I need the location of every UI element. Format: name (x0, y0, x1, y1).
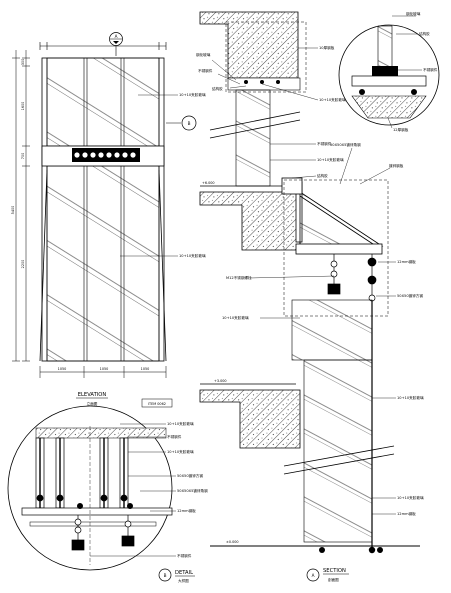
elevation-lower-glass (46, 165, 160, 362)
section-note-4: 10厚钢板 (319, 45, 335, 50)
detail-top-note-3: 不锈钢件 (423, 67, 438, 72)
section-upper-glass (235, 89, 271, 187)
detail-marker-b-callout: B (166, 115, 197, 131)
dim-left-3: 700 (21, 153, 25, 159)
section-note-9: 50X50X5镀锌角钢 (330, 142, 361, 147)
elevation-transom-band (41, 145, 165, 167)
dim-left-1: 300 (21, 59, 25, 65)
section-top-detail: 钢化玻璃 结构胶 不锈钢件 12厚钢板 (338, 11, 440, 132)
section-ground: ±0.000 (210, 540, 420, 554)
detail-b-title-block: B DETAIL 大样图 (158, 568, 195, 583)
elevation-title-block: ELEVATION 立面图 ITEM 0062 (76, 392, 173, 408)
elevation-view: A (11, 32, 206, 408)
dim-left-4: 2200 (21, 260, 25, 269)
elevation-note-upper: 10+10夹胶玻璃 (138, 92, 206, 97)
section-note-6: 不锈钢件 (317, 141, 332, 146)
section-note-12: M12不锈钢螺栓 (226, 275, 252, 280)
dim-overall: 5400 (11, 206, 15, 215)
detail-b-view: 10+10夹胶玻璃 不锈钢件 10+10夹胶玻璃 50X50镀锌方钢 50X50… (7, 405, 208, 583)
elevation-note-upper-text: 10+10夹胶玻璃 (179, 92, 206, 97)
elevation-upper-glass (46, 57, 160, 147)
elevation-note-lower-text: 10+10夹胶玻璃 (179, 253, 206, 258)
dim-bottom-1: 1050 (58, 367, 67, 371)
section-title-block: A SECTION 剖面图 (306, 568, 349, 582)
section-note-14: 10+10夹胶玻璃 (222, 315, 249, 320)
detail-top-note-4: 12厚钢板 (393, 127, 409, 132)
detail-b-notes (90, 423, 176, 557)
section-hanging-fittings (327, 254, 377, 310)
section-leaders (211, 47, 396, 515)
detail-top-note-2: 结构胶 (419, 31, 430, 36)
elevation-scale-tag: ITEM 0062 (148, 402, 166, 406)
detail-b-title: DETAIL (175, 570, 193, 576)
detail-b-note-4: 50X50镀锌方钢 (177, 473, 203, 478)
detail-b-note-3: 10+10夹胶玻璃 (167, 449, 194, 454)
dim-bottom-2: 1050 (100, 367, 109, 371)
detail-b-note-5: 50X50X5镀锌角钢 (177, 488, 208, 493)
elevation-top-dimension (39, 36, 167, 56)
section-note-5: 10+10夹胶玻璃 (319, 97, 346, 102)
section-view: +6.000 +3.000 (196, 11, 440, 582)
section-note-13: 50X50镀锌方钢 (397, 293, 423, 298)
section-marker-a-callout: A (109, 32, 123, 46)
elevation-title: ELEVATION (78, 392, 107, 398)
detail-b-note-6: 12mm钢板 (177, 508, 196, 513)
section-note-11: 12mm钢板 (397, 259, 416, 264)
elevation-note-lower: 10+10夹胶玻璃 (120, 253, 206, 258)
section-note-10: 镀锌钢板 (389, 163, 404, 168)
detail-b-note-7: 不锈钢件 (177, 553, 192, 558)
section-note-1: 钢化玻璃 (196, 52, 211, 57)
detail-b-note-2: 不锈钢件 (167, 434, 182, 439)
section-lower-glass (303, 359, 373, 543)
section-title: SECTION (323, 568, 346, 574)
section-marker: A (312, 573, 315, 578)
detail-b-bolts (36, 494, 133, 509)
elevation-subtitle: 立面图 (87, 401, 98, 406)
section-floor-slab-2: +3.000 (199, 379, 301, 449)
detail-b-note-1: 10+10夹胶玻璃 (167, 421, 194, 426)
detail-b-subtitle: 大样图 (178, 578, 189, 583)
elevation-mullions (83, 58, 125, 361)
section-marker-a-label: A (115, 34, 118, 39)
section-middle-glass (291, 299, 373, 361)
section-level-2: +3.000 (214, 379, 227, 383)
section-note-15: 10+10夹胶玻璃 (397, 395, 424, 400)
detail-b-spider-fittings (71, 515, 135, 551)
detail-b-marker: B (164, 573, 167, 578)
section-note-8: 结构胶 (317, 173, 328, 178)
elevation-bottom-dimensions (39, 366, 167, 378)
detail-marker-b-label: B (188, 121, 191, 126)
section-note-2: 不锈钢件 (198, 68, 213, 73)
dim-bottom-3: 1050 (141, 367, 150, 371)
section-level-3: ±0.000 (226, 540, 239, 544)
elevation-left-dimensions (12, 50, 30, 362)
dim-left-2: 1600 (21, 102, 25, 111)
section-canopy-truss (281, 177, 384, 255)
section-note-17: 12mm钢板 (397, 511, 416, 516)
detail-top-note-1: 钢化玻璃 (406, 11, 421, 16)
section-note-16: 10+10夹胶玻璃 (397, 495, 424, 500)
section-note-7: 10+10夹胶玻璃 (317, 157, 344, 162)
section-top-beam (199, 11, 307, 93)
section-note-3: 结构胶 (212, 86, 223, 91)
section-subtitle: 剖面图 (328, 577, 339, 582)
section-level-1: +6.000 (202, 181, 215, 185)
